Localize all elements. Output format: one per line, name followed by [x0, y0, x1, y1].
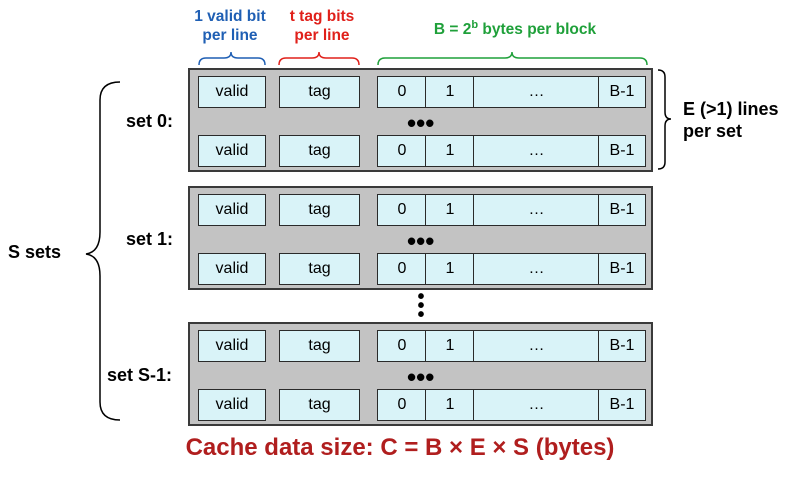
- set-1-line-2-tag: tag: [279, 253, 360, 285]
- set-0-line-1-valid: valid: [198, 76, 266, 108]
- set-0-line-2-valid: valid: [198, 135, 266, 167]
- set-s-1-line-2-byte-0: 0: [377, 389, 427, 421]
- block-header-sup: b: [471, 19, 479, 31]
- set-s-1-line-2-tag: tag: [279, 389, 360, 421]
- tag-bits-header: t tag bits per line: [262, 7, 382, 45]
- set-1-line-1-tag: tag: [279, 194, 360, 226]
- vertical-dot-3: •: [417, 304, 425, 326]
- set-1-line-2-valid: valid: [198, 253, 266, 285]
- set-s-1-line-2-valid: valid: [198, 389, 266, 421]
- set-s-1-line-2-byte-last: B-1: [598, 389, 646, 421]
- set-1-line-1-valid: valid: [198, 194, 266, 226]
- tag-bits-header-line2: per line: [294, 27, 350, 44]
- set-1-dots: •••: [407, 226, 435, 256]
- lines-per-set-line1: E (>1) lines: [683, 99, 779, 119]
- valid-bit-header-line1: 1 valid bit: [194, 8, 266, 25]
- set-0-label: set 0:: [126, 111, 174, 131]
- set-1-line-1-byte-1: 1: [425, 194, 475, 226]
- valid-brace: [198, 51, 266, 66]
- set-0-line-2-byte-ellipsis: …: [473, 135, 600, 167]
- set-s-1-line-2-byte-ellipsis: …: [473, 389, 600, 421]
- cache-size-formula: Cache data size: C = B × E × S (bytes): [185, 434, 615, 461]
- set-1-line-1-byte-last: B-1: [598, 194, 646, 226]
- set-1-line-1-byte-0: 0: [377, 194, 427, 226]
- set-0-line-2-byte-0: 0: [377, 135, 427, 167]
- vertical-dot-2: •: [417, 295, 425, 317]
- set-0-line-1-byte-last: B-1: [598, 76, 646, 108]
- set-0-line-2-byte-1: 1: [425, 135, 475, 167]
- set-0-line-1-tag: tag: [279, 76, 360, 108]
- set-s-1-line-1-byte-0: 0: [377, 330, 427, 362]
- valid-bit-header: 1 valid bit per line: [170, 7, 290, 45]
- set-0-line-2-tag: tag: [279, 135, 360, 167]
- set-s-1-line-1-valid: valid: [198, 330, 266, 362]
- set-1-line-2-byte-ellipsis: …: [473, 253, 600, 285]
- tag-brace: [278, 51, 360, 66]
- block-header-prefix: B = 2: [433, 21, 472, 39]
- set-0-line-2-byte-last: B-1: [598, 135, 646, 167]
- set-s-1-line-1-byte-ellipsis: …: [473, 330, 600, 362]
- sets-brace: [85, 81, 121, 421]
- lines-brace: [657, 69, 672, 170]
- tag-bits-header-line1: t tag bits: [289, 8, 355, 25]
- set-s-1-line-1-tag: tag: [279, 330, 360, 362]
- set-s-1-line-1-byte-last: B-1: [598, 330, 646, 362]
- set-s-1-line-2-byte-1: 1: [425, 389, 475, 421]
- lines-per-set-line2: per set: [683, 121, 743, 141]
- block-header-suffix: bytes per block: [478, 21, 597, 39]
- set-1-line-2-byte-1: 1: [425, 253, 475, 285]
- set-0-line-1-byte-0: 0: [377, 76, 427, 108]
- set-1-line-2-byte-0: 0: [377, 253, 427, 285]
- set-s-1-label: set S-1:: [107, 365, 173, 385]
- set-1-label: set 1:: [126, 229, 174, 249]
- set-s-1-line-1-byte-1: 1: [425, 330, 475, 362]
- set-0-line-1-byte-1: 1: [425, 76, 475, 108]
- vertical-dots: • • •: [416, 286, 426, 326]
- set-0-line-1-byte-ellipsis: …: [473, 76, 600, 108]
- vertical-dot-1: •: [417, 286, 425, 308]
- set-s-1-dots: •••: [407, 362, 435, 392]
- set-1-line-2-byte-last: B-1: [598, 253, 646, 285]
- set-0-dots: •••: [407, 108, 435, 138]
- block-brace: [377, 51, 648, 66]
- lines-per-set-label: E (>1) lines per set: [683, 98, 779, 142]
- block-bytes-header: B = 2b bytes per block: [380, 16, 650, 39]
- set-1-line-1-byte-ellipsis: …: [473, 194, 600, 226]
- valid-bit-header-line2: per line: [202, 27, 258, 44]
- s-sets-label: S sets: [8, 242, 62, 262]
